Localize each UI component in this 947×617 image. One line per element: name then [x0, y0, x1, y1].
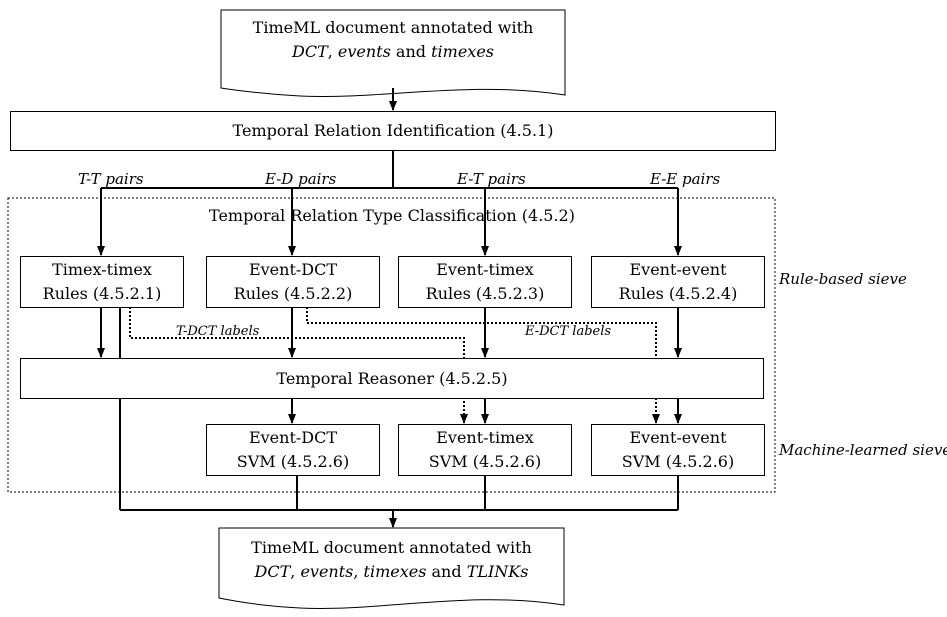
- output-doc-tlinks: TLINKs: [466, 562, 529, 581]
- t-dct-labels: T-DCT labels: [176, 324, 260, 339]
- event-timex-rules-box: Event-timex Rules (4.5.2.3): [398, 256, 572, 308]
- classification-frame: [7, 197, 776, 493]
- event-event-svm-line2: SVM (4.5.2.6): [621, 452, 735, 471]
- event-timex-rules-line1: Event-timex: [436, 260, 534, 279]
- event-dct-rules-text: Event-DCT Rules (4.5.2.2): [234, 258, 353, 306]
- event-timex-rules-text: Event-timex Rules (4.5.2.3): [426, 258, 545, 306]
- event-timex-svm-line2: SVM (4.5.2.6): [428, 452, 542, 471]
- output-doc-shape: [218, 527, 565, 609]
- input-doc-dct: DCT: [292, 42, 328, 61]
- timex-timex-rules-line2: Rules (4.5.2.1): [42, 284, 162, 303]
- input-doc-text: TimeML document annotated with DCT, even…: [221, 16, 565, 64]
- input-doc-timexes: timexes: [431, 42, 494, 61]
- output-doc-line2: DCT, events, timexes and TLINKs: [219, 560, 564, 584]
- et-pairs-label: E-T pairs: [457, 170, 526, 188]
- input-doc-and: and: [390, 42, 432, 61]
- machine-learned-sieve-label: Machine-learned sieve: [779, 441, 947, 459]
- output-doc-sep2: ,: [353, 562, 364, 581]
- event-event-rules-box: Event-event Rules (4.5.2.4): [591, 256, 765, 308]
- output-doc-timexes: timexes: [363, 562, 427, 581]
- input-doc-line1: TimeML document annotated with: [252, 18, 534, 37]
- output-doc-dct: DCT: [254, 562, 291, 581]
- classification-title: Temporal Relation Type Classification (4…: [209, 206, 575, 225]
- input-doc-sep1: ,: [327, 42, 338, 61]
- output-doc-text: TimeML document annotated with DCT, even…: [219, 536, 564, 584]
- identification-label: Temporal Relation Identification (4.5.1): [232, 121, 554, 140]
- ee-pairs-label: E-E pairs: [650, 170, 721, 188]
- timex-timex-rules-text: Timex-timex Rules (4.5.2.1): [43, 258, 162, 306]
- temporal-reasoner-label: Temporal Reasoner (4.5.2.5): [276, 368, 508, 388]
- input-doc-events: events: [337, 42, 391, 61]
- timex-timex-rules-line1: Timex-timex: [52, 260, 152, 279]
- event-dct-svm-line2: SVM (4.5.2.6): [236, 452, 350, 471]
- identification-box: Temporal Relation Identification (4.5.1): [10, 111, 776, 151]
- event-dct-rules-line2: Rules (4.5.2.2): [233, 284, 353, 303]
- event-timex-svm-text: Event-timex SVM (4.5.2.6): [429, 426, 541, 474]
- event-event-svm-line1: Event-event: [629, 428, 727, 447]
- e-dct-label-flow: [306, 307, 660, 424]
- event-dct-rules-line1: Event-DCT: [248, 260, 338, 279]
- event-event-rules-line2: Rules (4.5.2.4): [618, 284, 738, 303]
- output-doc-line1: TimeML document annotated with: [251, 538, 532, 557]
- event-dct-svm-box: Event-DCT SVM (4.5.2.6): [206, 424, 380, 476]
- event-dct-svm-line1: Event-DCT: [248, 428, 338, 447]
- event-event-rules-text: Event-event Rules (4.5.2.4): [619, 258, 738, 306]
- event-timex-svm-box: Event-timex SVM (4.5.2.6): [398, 424, 572, 476]
- tt-pairs-label: T-T pairs: [78, 170, 144, 188]
- output-doc-sep1: ,: [290, 562, 301, 581]
- event-dct-svm-text: Event-DCT SVM (4.5.2.6): [237, 426, 349, 474]
- event-event-rules-line1: Event-event: [629, 260, 727, 279]
- output-doc: TimeML document annotated with DCT, even…: [219, 536, 564, 592]
- timex-timex-rules-box: Timex-timex Rules (4.5.2.1): [20, 256, 184, 308]
- output-doc-and: and: [426, 562, 467, 581]
- event-event-svm-box: Event-event SVM (4.5.2.6): [591, 424, 765, 476]
- input-doc-shape: [220, 9, 566, 98]
- e-dct-labels: E-DCT labels: [525, 324, 612, 339]
- ed-pairs-label: E-D pairs: [265, 170, 337, 188]
- rule-based-sieve-label: Rule-based sieve: [779, 270, 907, 288]
- event-dct-rules-box: Event-DCT Rules (4.5.2.2): [206, 256, 380, 308]
- temporal-reasoner-box: Temporal Reasoner (4.5.2.5): [20, 358, 764, 399]
- event-event-svm-text: Event-event SVM (4.5.2.6): [622, 426, 734, 474]
- output-doc-events: events: [300, 562, 354, 581]
- input-doc: TimeML document annotated with DCT, even…: [221, 16, 565, 72]
- input-doc-line2: DCT, events and timexes: [221, 40, 565, 64]
- event-timex-rules-line2: Rules (4.5.2.3): [425, 284, 545, 303]
- event-timex-svm-line1: Event-timex: [436, 428, 534, 447]
- t-dct-label-flow: [129, 307, 468, 424]
